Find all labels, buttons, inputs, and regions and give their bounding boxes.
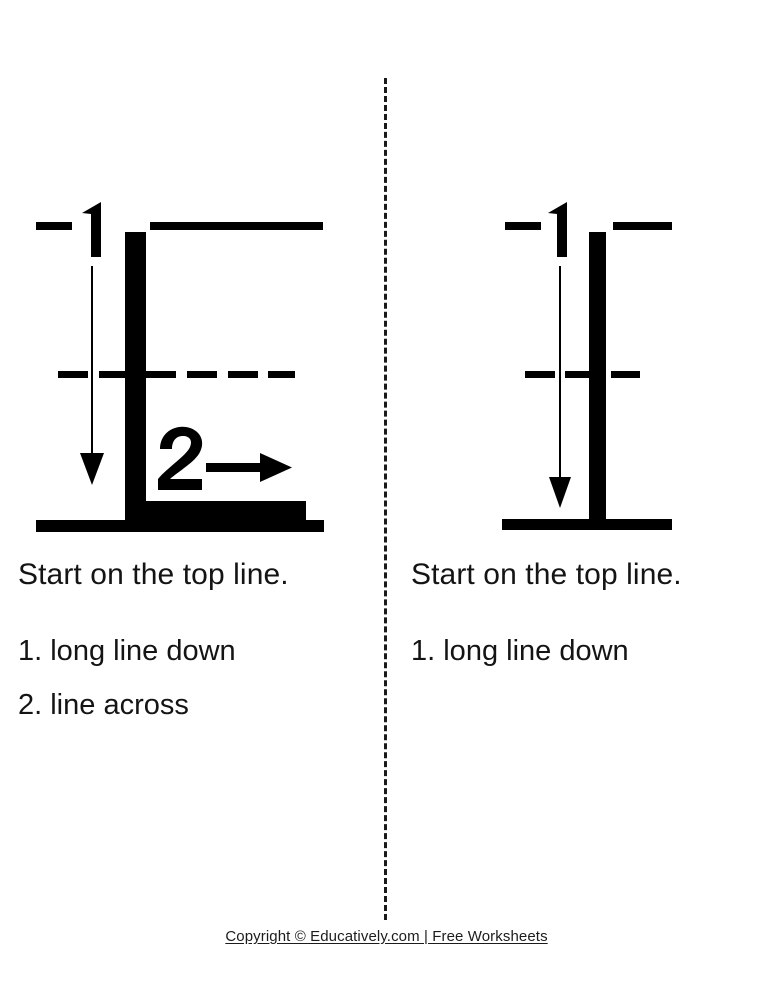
letter-formation-svg-uppercase-l [36, 202, 324, 532]
footer-copyright-link[interactable]: Copyright © Educatively.com | Free Works… [225, 928, 548, 945]
guideline-middle-dashed [525, 371, 640, 378]
letter-stroke-vertical [125, 232, 146, 526]
letter-stroke-horizontal [125, 501, 306, 526]
guideline-top-left-segment [505, 222, 541, 230]
headline-uppercase-l: Start on the top line. [18, 558, 289, 591]
step-item: 1. long line down [411, 634, 629, 667]
panel-uppercase-l: Start on the top line. 1. long line down… [0, 0, 384, 1000]
headline-lowercase-l: Start on the top line. [411, 558, 682, 591]
letter-stroke-vertical [589, 232, 606, 525]
guideline-middle-dashed [58, 371, 295, 378]
instructions-lowercase-l: Start on the top line. 1. long line down [411, 558, 761, 689]
step-item: 1. long line down [18, 634, 236, 667]
instructions-uppercase-l: Start on the top line. 1. long line down… [18, 558, 368, 743]
guideline-top-right-segment [613, 222, 672, 230]
stroke-arrow-1-down [80, 266, 104, 485]
guideline-top-left-segment [36, 222, 72, 230]
stroke-arrow-2-right [206, 453, 292, 482]
letter-diagram-uppercase-l [0, 195, 384, 545]
steps-list-uppercase-l: 1. long line down 2. line across [18, 635, 368, 722]
panel-lowercase-l: Start on the top line. 1. long line down [387, 0, 773, 1000]
stroke-arrow-1-down [549, 266, 571, 508]
letter-diagram-lowercase-l [387, 195, 773, 545]
footer: Copyright © Educatively.com | Free Works… [0, 928, 773, 946]
stroke-number-1 [548, 202, 567, 257]
guideline-bottom-baseline [502, 519, 672, 530]
guideline-top-right-segment [150, 222, 323, 230]
steps-list-lowercase-l: 1. long line down [411, 635, 761, 667]
stroke-number-2 [158, 426, 203, 490]
panel-divider-dashed [384, 78, 387, 920]
letter-formation-svg-lowercase-l [502, 202, 672, 530]
step-item: 2. line across [18, 688, 189, 721]
stroke-number-1 [82, 202, 101, 257]
